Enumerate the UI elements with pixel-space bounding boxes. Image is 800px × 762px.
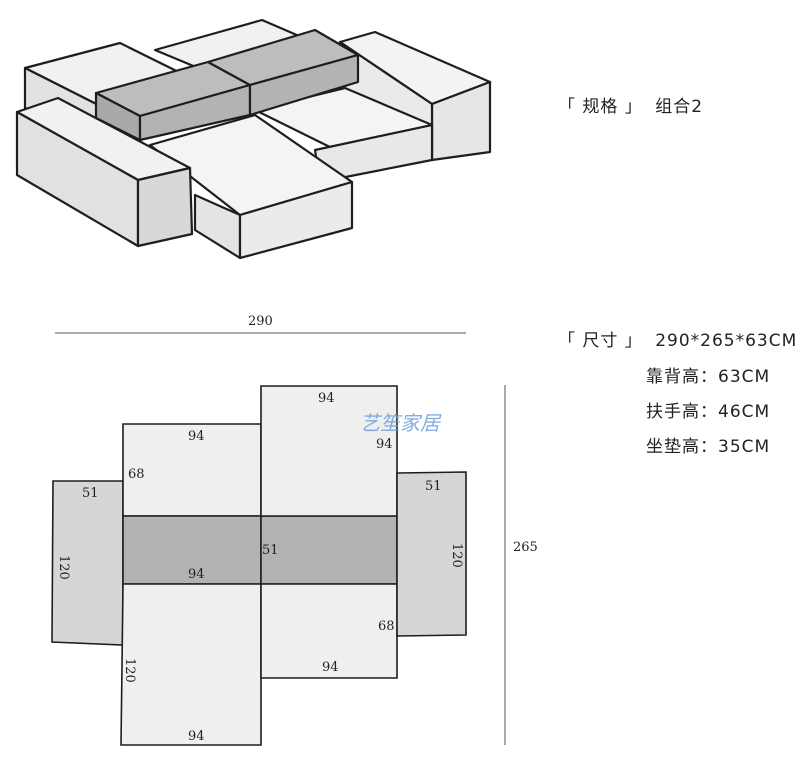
sofa-isometric-sketch: [15, 18, 492, 260]
plan-back-cushion-right: [260, 515, 398, 585]
backrest-height-value: 63CM: [718, 367, 771, 387]
top-right-side-label: 94: [376, 437, 393, 452]
plan-bottom-left-seat: [120, 583, 262, 746]
backrest-height-label: 靠背高：: [646, 367, 718, 387]
top-right-width-label: 94: [318, 391, 335, 406]
overall-width-label: 290: [248, 314, 273, 329]
seat-height-label: 坐垫高：: [646, 437, 718, 457]
right-arm-width-label: 51: [425, 479, 442, 494]
bottom-left-width-label: 94: [188, 729, 205, 744]
seat-height-value: 35CM: [718, 437, 771, 457]
plan-bottom-right-seat: [260, 583, 398, 679]
plan-right-arm: [396, 471, 467, 637]
brand-watermark: 艺笙家居: [360, 411, 442, 435]
size-label: 「 尺寸 」: [558, 331, 643, 351]
spec-line: 「 规格 」 组合2: [558, 92, 703, 117]
left-arm-block: [15, 96, 194, 248]
bottom-right-width-label: 94: [322, 660, 339, 675]
armrest-height-line: 扶手高：46CM: [646, 397, 770, 422]
armrest-height-value: 46CM: [718, 402, 771, 422]
back-mid-depth-label: 51: [262, 543, 279, 558]
left-arm-depth-label: 120: [56, 555, 71, 580]
bottom-left-depth-label: 120: [122, 658, 137, 683]
size-value: 290*265*63CM: [655, 331, 798, 351]
armrest-height-label: 扶手高：: [646, 402, 718, 422]
overall-depth-label: 265: [513, 540, 538, 555]
sofa-plan-view: 290 265 51 120 94 68 94 51 120 94 94 94 …: [51, 314, 538, 746]
size-line: 「 尺寸 」 290*265*63CM: [558, 326, 797, 351]
top-left-depth-label: 68: [128, 467, 145, 482]
spec-label: 「 规格 」: [558, 97, 643, 117]
back-cushion-right: [206, 28, 360, 117]
seat-height-line: 坐垫高：35CM: [646, 432, 770, 457]
left-arm-width-label: 51: [82, 486, 99, 501]
backrest-height-line: 靠背高：63CM: [646, 362, 770, 387]
top-left-width-label: 94: [188, 429, 205, 444]
bottom-right-depth-label: 68: [378, 619, 395, 634]
front-seat-block: [148, 113, 354, 260]
back-left-width-label: 94: [188, 567, 205, 582]
right-arm-depth-label: 120: [449, 543, 464, 568]
spec-value: 组合2: [655, 97, 704, 117]
